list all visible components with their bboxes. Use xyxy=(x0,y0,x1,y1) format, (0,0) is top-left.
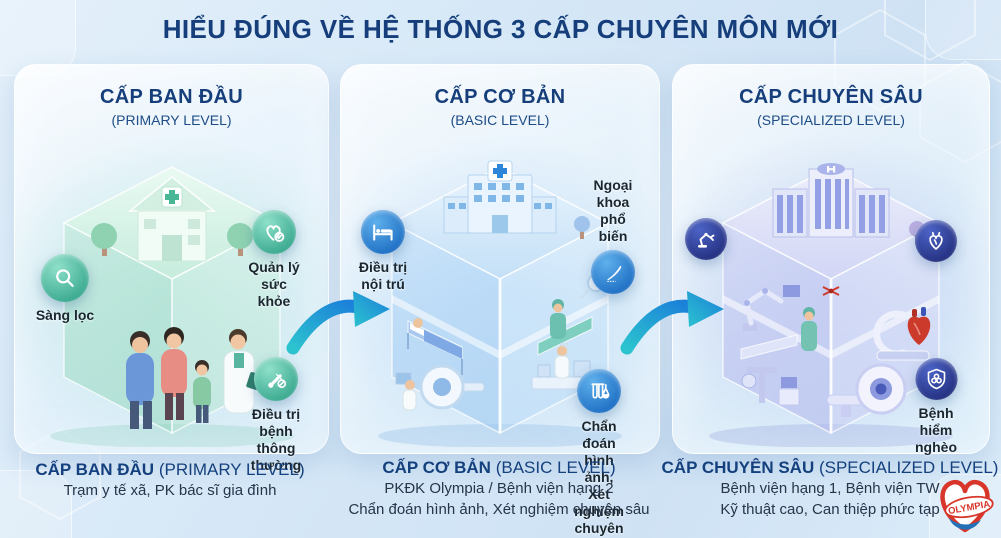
caption-specialized-title-level: (SPECIALIZED LEVEL) xyxy=(818,458,999,477)
primary-cube-illustration xyxy=(49,166,294,447)
panel-primary-header: CẤP BAN ĐẦU (PRIMARY LEVEL) xyxy=(15,85,328,130)
badge-health-management-label: Quản lý sức khỏe xyxy=(248,259,300,310)
badge-health-management: Quản lý sức khỏe xyxy=(247,210,301,310)
caption-specialized: CẤP CHUYÊN SÂU (SPECIALIZED LEVEL) Bệnh … xyxy=(658,456,1001,521)
caption-specialized-title: CẤP CHUYÊN SÂU (SPECIALIZED LEVEL) xyxy=(658,456,1001,479)
magnifier-icon xyxy=(40,254,89,302)
panel-specialized-level: CẤP CHUYÊN SÂU (SPECIALIZED LEVEL) xyxy=(672,64,990,456)
biohazard-shield-icon xyxy=(915,358,957,400)
badge-robot-surgery xyxy=(685,218,727,260)
specialized-cube-illustration xyxy=(709,163,953,447)
panel-primary-level: CẤP BAN ĐẦU (PRIMARY LEVEL) xyxy=(14,64,329,473)
corner-decor-bottom-left xyxy=(0,470,72,538)
badge-common-treatment: Điều trị bệnh thông thường xyxy=(250,357,302,474)
heart-organ-icon xyxy=(915,220,957,262)
clinic-house-illustration xyxy=(127,176,216,262)
badge-common-surgery: Ngoại khoa phổ biến xyxy=(590,177,636,295)
caption-specialized-title-bold: CẤP CHUYÊN SÂU xyxy=(661,458,815,477)
badge-critical-illness-label: Bệnh hiểm nghèo xyxy=(915,405,957,456)
inpatient-bed-illustration xyxy=(407,318,463,375)
mri-scanner-illustration xyxy=(826,363,907,417)
heart-check-icon xyxy=(252,210,296,254)
caption-basic-title-bold: CẤP CƠ BẢN xyxy=(382,458,491,477)
family-and-doctor-illustration xyxy=(125,327,262,429)
panel-primary-level-label: (PRIMARY LEVEL) xyxy=(111,112,232,128)
caption-specialized-line-1: Bệnh viện hạng 1, Bệnh viện TW xyxy=(720,480,940,498)
hospital-bed-icon xyxy=(360,210,405,254)
panel-specialized-header: CẤP CHUYÊN SÂU (SPECIALIZED LEVEL) xyxy=(673,85,989,130)
caption-basic-title-level: (BASIC LEVEL) xyxy=(495,458,616,477)
panel-basic-heading: CẤP CƠ BẢN xyxy=(434,86,566,108)
logo-hand-swoosh xyxy=(949,518,981,530)
badge-inpatient-treatment: Điều trị nội trú xyxy=(359,210,407,293)
olympia-logo: OLYMPIA xyxy=(940,479,994,533)
badge-imaging-lab: Chẩn đoán hình ảnh, Xét nghiệm chuyên sâ… xyxy=(569,369,629,538)
caption-primary-title: CẤP BAN ĐẦU (PRIMARY LEVEL) xyxy=(0,458,342,481)
arrow-basic-to-specialized xyxy=(620,291,724,355)
badge-common-treatment-label: Điều trị bệnh thông thường xyxy=(250,406,302,474)
caption-specialized-line-2: Kỹ thuật cao, Can thiệp phức tạp xyxy=(720,501,940,519)
badge-screening: Sàng lọc xyxy=(36,254,94,324)
caption-basic-title: CẤP CƠ BẢN (BASIC LEVEL) xyxy=(327,456,671,479)
arrow-primary-to-basic xyxy=(286,291,390,355)
caption-primary-line-1: Trạm y tế xã, PK bác sĩ gia đình xyxy=(63,482,277,500)
badge-inpatient-treatment-label: Điều trị nội trú xyxy=(358,259,408,293)
c-arm-heart-illustration xyxy=(873,307,931,361)
test-tubes-icon xyxy=(577,369,621,413)
trees-illustration xyxy=(90,223,253,256)
badge-cardiac-care xyxy=(915,220,957,262)
hospital-building-illustration xyxy=(443,160,590,239)
panel-basic-level: CẤP CƠ BẢN (BASIC LEVEL) xyxy=(340,64,660,538)
badge-critical-illness: Bệnh hiểm nghèo xyxy=(910,358,963,456)
caption-primary-title-level: (PRIMARY LEVEL) xyxy=(158,460,305,479)
panel-basic-level-label: (BASIC LEVEL) xyxy=(450,112,550,128)
panel-basic-header: CẤP CƠ BẢN (BASIC LEVEL) xyxy=(341,85,659,130)
panel-primary-heading: CẤP BAN ĐẦU xyxy=(100,86,243,108)
panel-specialized-heading: CẤP CHUYÊN SÂU xyxy=(739,86,923,108)
caption-basic-line-2: Chẩn đoán hình ảnh, Xét nghiệm chuyên sâ… xyxy=(348,501,650,519)
page-title: HIỂU ĐÚNG VỀ HỆ THỐNG 3 CẤP CHUYÊN MÔN M… xyxy=(162,14,839,44)
caption-primary: CẤP BAN ĐẦU (PRIMARY LEVEL) Trạm y tế xã… xyxy=(0,458,342,502)
caption-basic-line-1: PKĐK Olympia / Bệnh viện hạng 2 xyxy=(384,480,614,498)
corner-decor-top-left xyxy=(0,0,76,76)
hospital-complex-illustration xyxy=(772,163,925,296)
xray-machine-illustration xyxy=(741,367,800,406)
corner-decor-top-right xyxy=(925,0,1001,60)
badge-screening-label: Sàng lọc xyxy=(35,307,95,323)
scalpel-icon xyxy=(591,250,635,295)
caption-primary-title-bold: CẤP BAN ĐẦU xyxy=(35,460,155,479)
thermometer-icon xyxy=(254,357,298,401)
badge-imaging-lab-label: Chẩn đoán hình ảnh, Xét nghiệm chuyên sâ… xyxy=(574,418,624,538)
robot-arm-icon xyxy=(685,218,727,260)
panel-specialized-level-label: (SPECIALIZED LEVEL) xyxy=(757,112,905,128)
badge-common-surgery-label: Ngoại khoa phổ biến xyxy=(593,177,633,245)
ct-scanner-illustration xyxy=(395,364,485,411)
caption-basic: CẤP CƠ BẢN (BASIC LEVEL) PKĐK Olympia / … xyxy=(327,456,671,521)
robotic-surgery-illustration xyxy=(740,285,817,360)
